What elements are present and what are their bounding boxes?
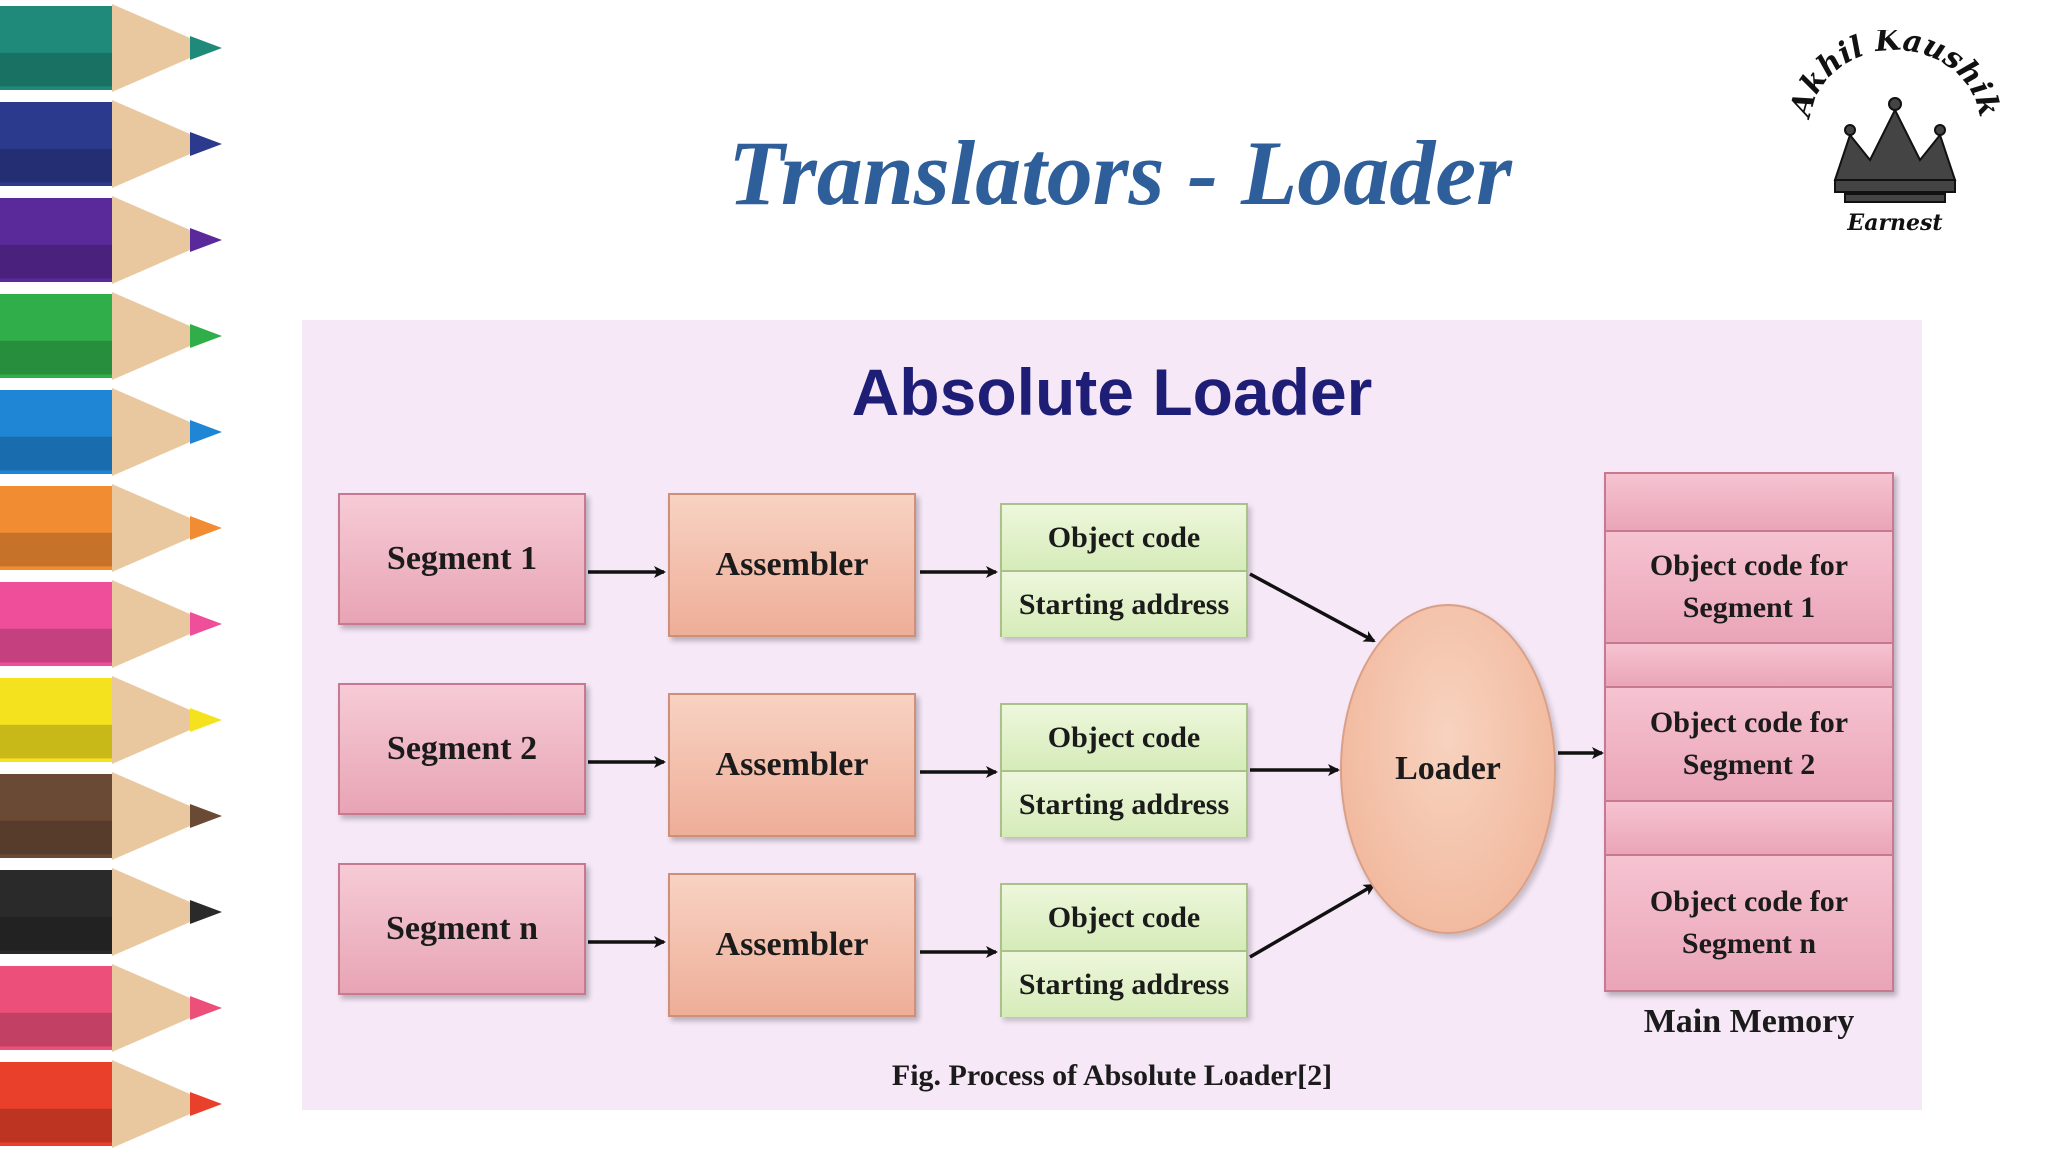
starting-address-label: Starting address — [1002, 572, 1246, 637]
pencil — [0, 196, 222, 284]
memory-block-text: Object code for Segment 1 — [1649, 549, 1849, 624]
assembler-box-n: Assembler — [668, 873, 916, 1017]
object-code-label: Object code — [1002, 705, 1246, 772]
memory-block-segment-1: Object code for Segment 1 — [1606, 532, 1892, 644]
arrow-objectcode1-to-loader — [1249, 572, 1376, 643]
object-code-label: Object code — [1002, 505, 1246, 572]
memory-block-text: Object code for Segment 2 — [1649, 706, 1849, 781]
object-code-block-2: Object code Starting address — [1000, 703, 1248, 837]
pencil-border-decoration — [0, 0, 240, 1152]
object-code-block-1: Object code Starting address — [1000, 503, 1248, 637]
pencil — [0, 484, 222, 572]
loader-ellipse: Loader — [1340, 604, 1556, 934]
diagram-title: Absolute Loader — [851, 355, 1373, 429]
memory-block-text: Object code for Segment n — [1649, 885, 1849, 960]
starting-address-label: Starting address — [1002, 772, 1246, 837]
pencil — [0, 4, 222, 92]
arrow-objectcoden-to-loader — [1249, 883, 1376, 959]
assembler-box-1: Assembler — [668, 493, 916, 637]
segment-2-box: Segment 2 — [338, 683, 586, 815]
starting-address-label: Starting address — [1002, 952, 1246, 1017]
pencil — [0, 1060, 222, 1148]
pencil — [0, 100, 222, 188]
svg-text:Earnest: Earnest — [1846, 210, 1942, 236]
pencil — [0, 772, 222, 860]
pencil — [0, 388, 222, 476]
memory-block-empty — [1606, 644, 1892, 688]
pencils-image — [0, 4, 222, 1148]
segment-1-box: Segment 1 — [338, 493, 586, 625]
pencil — [0, 676, 222, 764]
pencil — [0, 964, 222, 1052]
memory-block-segment-n: Object code for Segment n — [1606, 856, 1892, 990]
memory-block-segment-2: Object code for Segment 2 — [1606, 688, 1892, 802]
figure-caption: Fig. Process of Absolute Loader[2] — [891, 1059, 1333, 1092]
pencil — [0, 580, 222, 668]
diagram-panel: Absolute Loader Segment 1 Segment 2 Segm… — [302, 320, 1922, 1110]
main-memory-label: Main Memory — [1643, 1003, 1855, 1040]
akhil-kaushik-logo: Akhil Kaushik Earnest — [1783, 22, 2007, 240]
main-memory-stack: Object code for Segment 1 Object code fo… — [1604, 472, 1894, 992]
memory-block-empty — [1606, 802, 1892, 856]
pencil — [0, 292, 222, 380]
segment-n-box: Segment n — [338, 863, 586, 995]
pencil — [0, 868, 222, 956]
slide-title: Translators - Loader — [728, 122, 1512, 224]
memory-block-empty — [1606, 474, 1892, 532]
object-code-block-n: Object code Starting address — [1000, 883, 1248, 1017]
assembler-box-2: Assembler — [668, 693, 916, 837]
object-code-label: Object code — [1002, 885, 1246, 952]
